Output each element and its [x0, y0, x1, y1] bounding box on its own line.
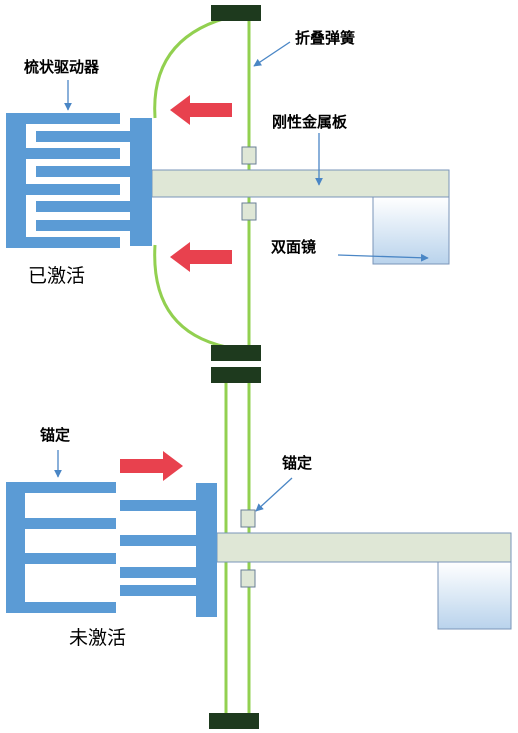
spring-joint-top-1 [241, 146, 257, 165]
pointer-folded-spring [253, 41, 291, 67]
label-activated: 已激活 [28, 265, 85, 287]
label-rigid-plate: 刚性金属板 [272, 113, 348, 131]
spring-joint-bottom-1 [240, 509, 256, 528]
activated-panel: 梳状驱动器 折叠弹簧 刚性金属板 双面镜 已激活 [6, 5, 450, 383]
force-arrow-top-lower [170, 242, 232, 272]
spring-joint-top-2 [241, 202, 257, 221]
label-folded-spring: 折叠弹簧 [295, 29, 355, 47]
spring-joint-bottom-2 [240, 569, 256, 588]
force-arrow-top-upper [170, 95, 232, 125]
anchor-bottom [209, 713, 259, 729]
label-comb-drive: 梳状驱动器 [24, 58, 100, 76]
rigid-plate-top [151, 169, 450, 198]
comb-drive-not-activated [6, 482, 217, 617]
label-dual-mirror: 双面镜 [271, 238, 316, 256]
comb-drive-activated [6, 113, 152, 248]
mirror-bottom [437, 561, 512, 630]
label-not-activated: 未激活 [69, 627, 126, 649]
anchor-top-upper [211, 5, 261, 21]
pointer-anchor-right [255, 477, 293, 512]
rigid-plate-bottom [216, 532, 512, 563]
label-anchor-right: 锚定 [282, 454, 312, 472]
pointer-mirror [337, 253, 429, 262]
label-anchor-left: 锚定 [40, 426, 70, 444]
anchor-top-lower [211, 345, 261, 361]
not-activated-panel: 锚定 锚定 未激活 [6, 383, 512, 729]
mirror-top [372, 196, 450, 265]
force-arrow-bottom [120, 451, 183, 481]
anchor-middle [211, 367, 261, 383]
